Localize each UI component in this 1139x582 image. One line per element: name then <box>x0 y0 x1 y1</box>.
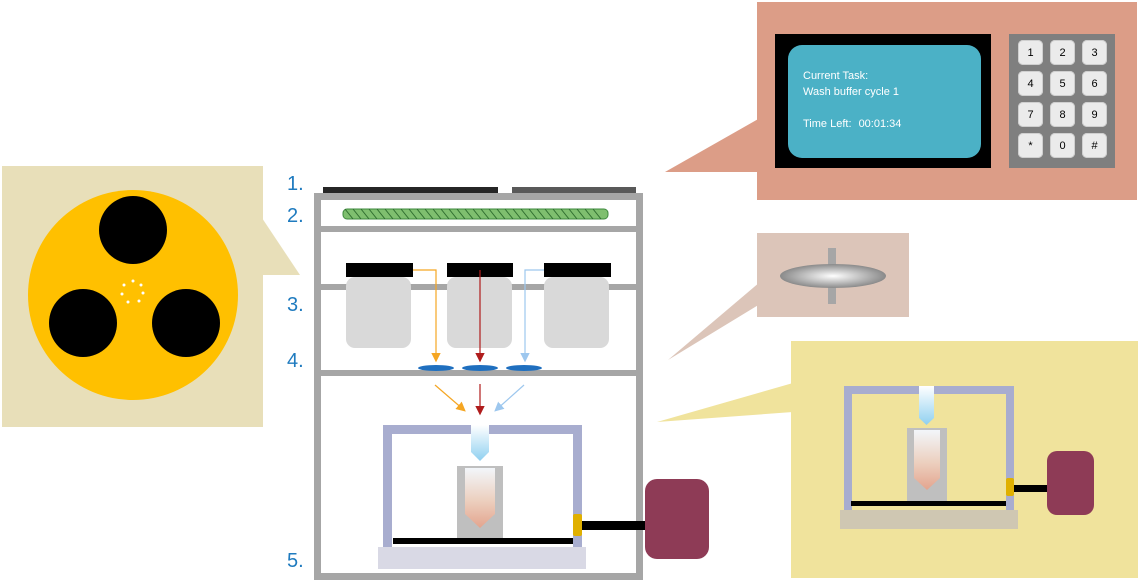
display-text: Current Task: Wash buffer cycle 1 Time L… <box>803 68 973 132</box>
step-label-1: 1. <box>287 173 304 195</box>
heating-element-pattern <box>344 208 602 220</box>
step-label-5: 5. <box>287 550 304 572</box>
shelf-4 <box>317 370 640 376</box>
flow-line-blue <box>520 269 544 363</box>
key-7[interactable]: 7 <box>1018 102 1043 127</box>
chamber-rail-left <box>383 425 392 547</box>
control-panel-pointer <box>665 118 760 172</box>
filter-disc-1 <box>418 365 454 371</box>
key-1[interactable]: 1 <box>1018 40 1043 65</box>
chamber-tip <box>471 425 489 461</box>
chamber-zoom-base <box>840 510 1018 529</box>
chamber-base <box>378 547 586 569</box>
current-task-value: Wash buffer cycle 1 <box>803 86 899 98</box>
key-0[interactable]: 0 <box>1050 133 1075 158</box>
rotor-center-dots <box>120 279 145 304</box>
valve-callout <box>668 233 909 360</box>
key-hash[interactable]: # <box>1082 133 1107 158</box>
key-9[interactable]: 9 <box>1082 102 1107 127</box>
chamber-rail-right <box>573 425 582 547</box>
key-6[interactable]: 6 <box>1082 71 1107 96</box>
chamber-zoom-plate <box>851 501 1006 506</box>
valve-callout-pointer <box>668 282 760 360</box>
lid-right <box>512 187 636 193</box>
shelf-2 <box>317 226 640 232</box>
reagent-bottles <box>346 263 611 348</box>
flow-arrow-blue <box>494 384 525 412</box>
flow-arrow-orange <box>434 384 466 412</box>
time-left-label: Time Left: <box>803 118 852 130</box>
chamber-zoom-tip <box>919 386 934 425</box>
step-label-3: 3. <box>287 294 304 316</box>
chamber-plate <box>393 538 573 544</box>
display-spacer <box>803 100 973 116</box>
time-left-row: Time Left: 00:01:34 <box>803 116 973 132</box>
frame-outline <box>314 193 643 580</box>
step-label-4: 4. <box>287 350 304 372</box>
filter-disc-2 <box>462 365 498 371</box>
chamber-zoom-tube <box>914 430 940 490</box>
filter-discs <box>418 365 542 371</box>
bottle-3-body <box>544 277 609 348</box>
chamber-zoom-coupler <box>1006 478 1014 496</box>
bottle-1-cap <box>346 263 413 277</box>
key-star[interactable]: * <box>1018 133 1043 158</box>
key-4[interactable]: 4 <box>1018 71 1043 96</box>
lid-left <box>323 187 498 193</box>
chamber-zoom-rail-right <box>1006 386 1014 510</box>
chamber-zoom-shaft <box>1014 485 1050 492</box>
key-2[interactable]: 2 <box>1050 40 1075 65</box>
rotor-hole-top <box>99 196 167 264</box>
flow-line-orange <box>413 269 441 363</box>
chamber-shaft <box>582 521 648 530</box>
chamber-callout-pointer <box>657 383 793 422</box>
rotor-hole-right <box>152 289 220 357</box>
chamber-motor <box>645 479 709 559</box>
bottle-3-cap <box>544 263 611 277</box>
key-3[interactable]: 3 <box>1082 40 1107 65</box>
chamber-zoom-rail-left <box>844 386 852 510</box>
lower-chamber <box>378 425 709 569</box>
chamber-zoom-motor <box>1047 451 1094 515</box>
step-label-2: 2. <box>287 205 304 227</box>
rotor-hole-left <box>49 289 117 357</box>
chamber-callout <box>657 341 1138 578</box>
flow-lines <box>413 269 544 416</box>
rotor-callout <box>2 166 300 427</box>
key-5[interactable]: 5 <box>1050 71 1075 96</box>
control-panel-callout <box>665 2 1137 200</box>
bottle-1-body <box>346 277 411 348</box>
valve-disc <box>780 264 886 288</box>
heating-element <box>342 208 609 220</box>
chamber-coupler <box>573 514 582 536</box>
current-task-label: Current Task: <box>803 70 869 82</box>
key-8[interactable]: 8 <box>1050 102 1075 127</box>
time-left-value: 00:01:34 <box>858 118 902 130</box>
chamber-tube <box>465 468 495 528</box>
filter-disc-3 <box>506 365 542 371</box>
display-screen <box>788 45 981 158</box>
